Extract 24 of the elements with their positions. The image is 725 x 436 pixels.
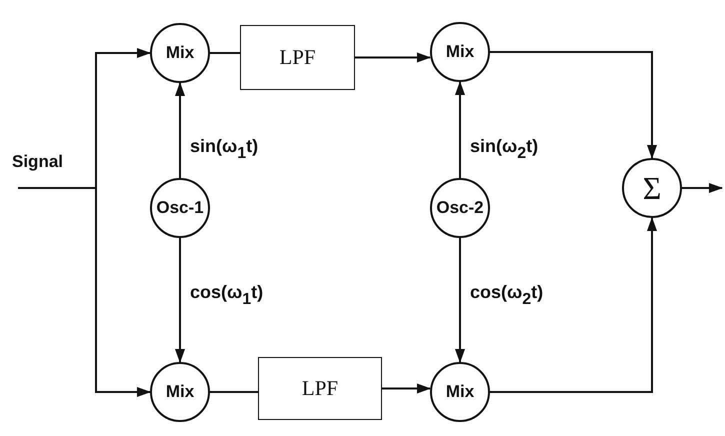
arrow (455, 81, 465, 178)
arrow (682, 183, 723, 193)
arrow (455, 238, 465, 363)
node-label: Mix (446, 42, 474, 62)
node-label: LPF (302, 376, 338, 401)
arrow (175, 238, 185, 363)
input-label: Signal (12, 152, 64, 172)
node-label: LPF (279, 45, 316, 70)
arrow (490, 217, 657, 393)
node-label: Osc-2 (436, 198, 484, 218)
connector-line (210, 52, 240, 54)
connector-line (210, 391, 258, 393)
node-label: Osc-1 (156, 198, 204, 218)
arrow (18, 187, 151, 397)
node-label: Mix (446, 382, 474, 402)
arrow (490, 51, 657, 159)
node-label: Mix (166, 43, 194, 63)
arrow (175, 82, 185, 178)
node-label: Mix (166, 382, 194, 402)
arrow (355, 52, 431, 62)
arrow (382, 384, 431, 394)
node-label: Σ (642, 170, 662, 206)
filter-box (240, 25, 355, 90)
filter-box (258, 357, 382, 420)
